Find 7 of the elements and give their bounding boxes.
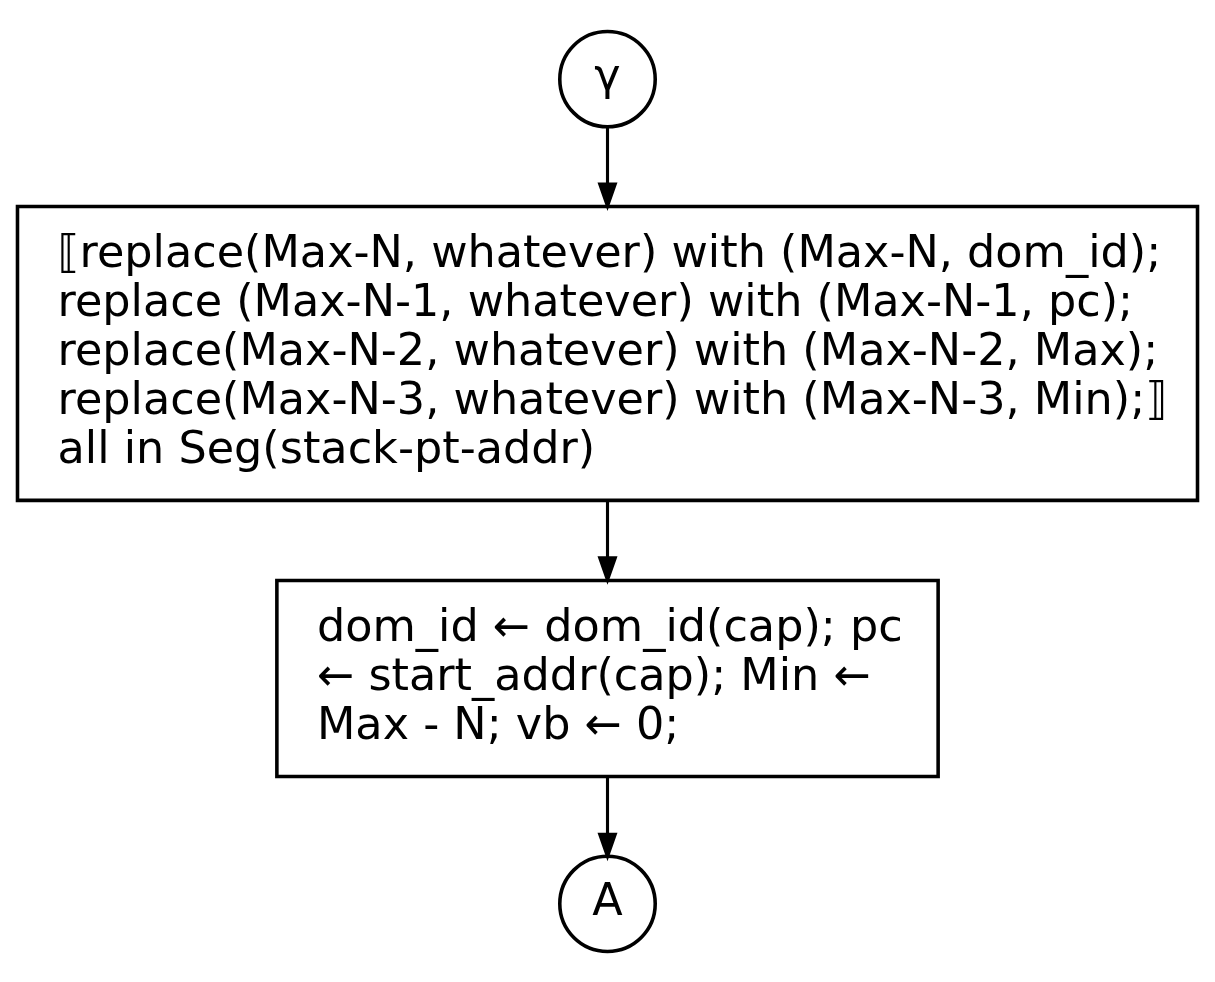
arrow bbox=[597, 776, 618, 861]
arrow bbox=[597, 500, 618, 585]
node-circle: γ bbox=[558, 29, 657, 129]
arrow bbox=[597, 126, 618, 211]
node-circle: A bbox=[558, 853, 657, 953]
node-box: ⟦replace(Max-N, whatever) with (Max-N, dom_id); replace (Max-N-1, whatever) with (Max-N-1, pc); replace(Max-N-2, whatever) with (Max-N-2, Max); replace(Max-N-3, whatever) with (Max-N-3, Min);⟧ all in Seg(stack-pt-addr) bbox=[15, 204, 1200, 502]
node-box: dom_id ← dom_id(cap); pc ← start_addr(cap); Min ← Max - N; vb ← 0; bbox=[275, 578, 940, 778]
